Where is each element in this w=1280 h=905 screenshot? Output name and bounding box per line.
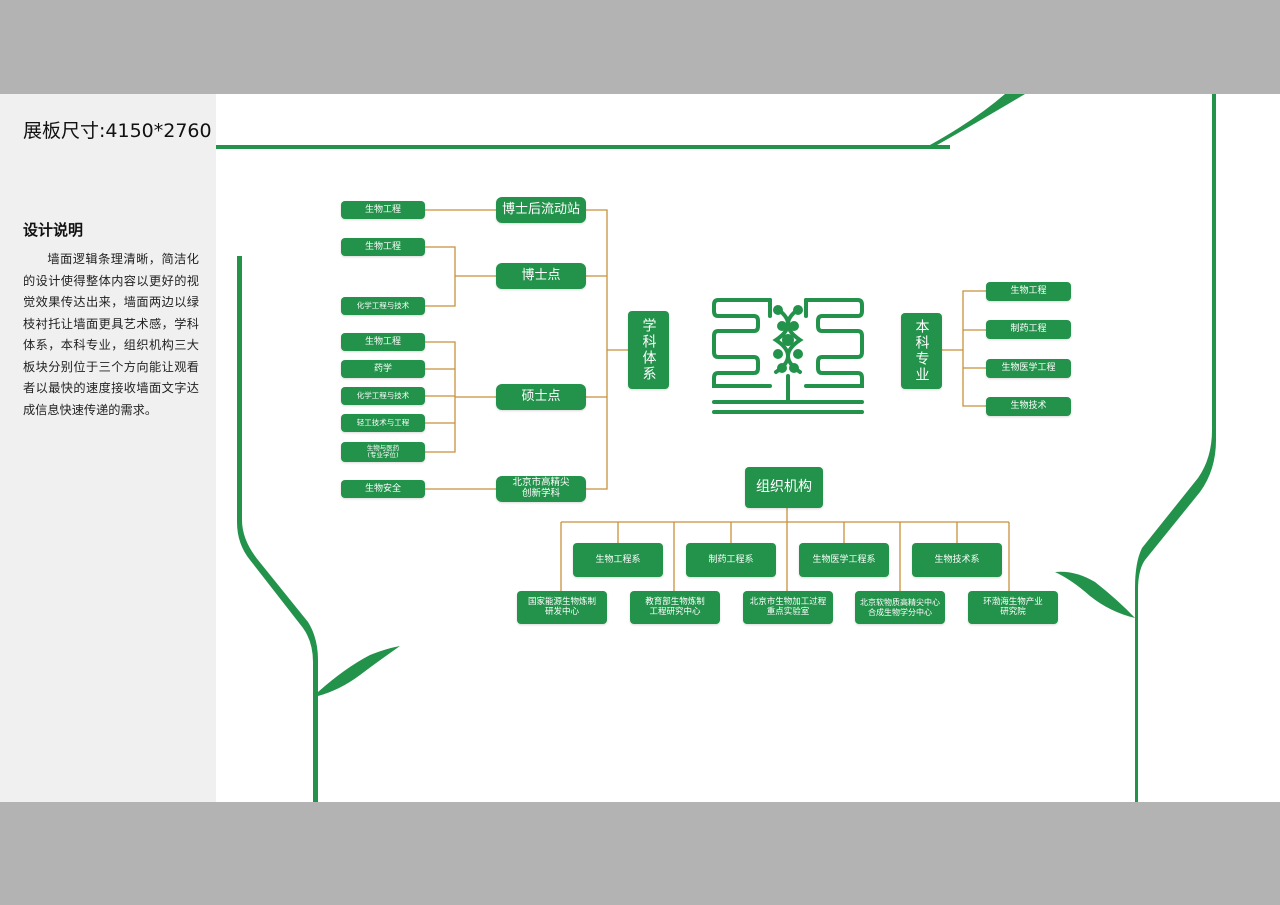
postdoc-item: 生物工程 <box>341 201 425 219</box>
masters-item: 生物工程 <box>341 333 425 351</box>
design-notes-text: 墙面逻辑条理清晰，简洁化的设计使得整体内容以更好的视觉效果传达出来，墙面两边以绿… <box>23 252 199 417</box>
phd-item: 化学工程与技术 <box>341 297 425 315</box>
research-center-box: 北京市生物加工过程 重点实验室 <box>743 591 833 624</box>
center-line: 工程研究中心 <box>649 606 701 617</box>
research-center-box: 北京软物质高精尖中心 合成生物学分中心 <box>855 591 945 624</box>
phd-node: 博士点 <box>496 263 586 289</box>
center-line: 研究院 <box>1000 606 1026 617</box>
undergrad-item: 生物医学工程 <box>986 359 1071 378</box>
design-notes-title: 设计说明 <box>23 221 84 239</box>
research-center-box: 环渤海生物产业 研究院 <box>968 591 1058 624</box>
masters-item-professional: 生物与医药 (专业学位) <box>341 442 425 462</box>
discipline-system-title: 学科体系 <box>628 311 669 389</box>
dna-emblem-icon <box>712 298 864 414</box>
department-box: 生物医学工程系 <box>799 543 889 577</box>
beijing-node-line: 创新学科 <box>521 488 560 499</box>
undergrad-item: 制药工程 <box>986 320 1071 339</box>
postdoc-station-node: 博士后流动站 <box>496 197 586 223</box>
center-line: 重点实验室 <box>766 606 810 617</box>
phd-item: 生物工程 <box>341 238 425 256</box>
panel-size-label: 展板尺寸:4150*2760 <box>23 120 212 142</box>
masters-item: 化学工程与技术 <box>341 387 425 405</box>
center-line: 国家能源生物炼制 <box>527 596 596 607</box>
undergrad-major-title: 本科专业 <box>901 313 942 389</box>
organization-title: 组织机构 <box>745 467 823 508</box>
research-center-box: 教育部生物炼制 工程研究中心 <box>630 591 720 624</box>
undergrad-item: 生物工程 <box>986 282 1071 301</box>
masters-item-line: 生物与医药 <box>366 443 400 452</box>
masters-node: 硕士点 <box>496 384 586 410</box>
undergrad-item: 生物技术 <box>986 397 1071 416</box>
masters-item: 轻工技术与工程 <box>341 414 425 432</box>
beijing-item: 生物安全 <box>341 480 425 498</box>
center-line: 教育部生物炼制 <box>645 596 705 607</box>
center-line: 北京市生物加工过程 <box>749 596 827 607</box>
center-line: 研发中心 <box>544 606 579 617</box>
design-notes-panel <box>0 94 216 802</box>
beijing-discipline-node: 北京市高精尖 创新学科 <box>496 476 586 502</box>
department-box: 生物工程系 <box>573 543 663 577</box>
department-box: 生物技术系 <box>912 543 1002 577</box>
research-center-box: 国家能源生物炼制 研发中心 <box>517 591 607 624</box>
beijing-node-line: 北京市高精尖 <box>512 477 570 489</box>
center-line: 北京软物质高精尖中心 <box>860 598 940 608</box>
masters-item-line: (专业学位) <box>367 451 399 459</box>
center-line: 环渤海生物产业 <box>983 596 1043 607</box>
masters-item: 药学 <box>341 360 425 378</box>
center-line: 合成生物学分中心 <box>868 607 932 617</box>
department-box: 制药工程系 <box>686 543 776 577</box>
